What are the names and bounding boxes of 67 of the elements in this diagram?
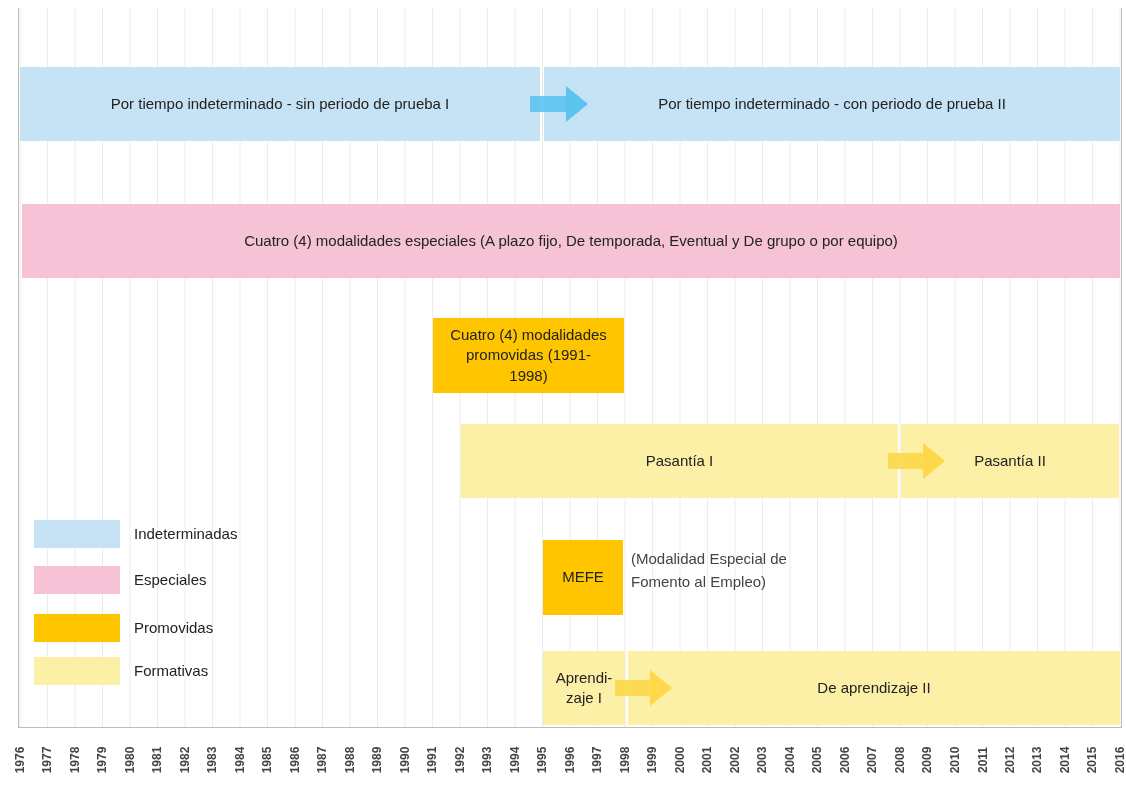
year-label: 2010 [947,746,962,774]
note-text: (Modalidad Especial de Fomento al Empleo) [631,549,788,592]
period-bar [543,651,625,725]
year-label: 1985 [260,746,275,774]
year-label: 1982 [177,746,192,774]
year-label: 1984 [232,746,247,774]
period-bar [433,318,624,393]
period-bar [22,204,1120,278]
year-label: 1997 [590,746,605,774]
year-label: 1979 [95,746,110,774]
bar-label: Por tiempo indeterminado - sin periodo de prueba I [110,93,450,114]
year-label: 1981 [150,746,165,774]
bar-label: Pasantía I [645,450,714,471]
period-bar [544,67,1120,141]
year-label: 1991 [425,746,440,774]
year-label: 1990 [397,746,412,774]
arrow [615,670,672,706]
year-label: 1996 [562,746,577,774]
year-label: 2007 [865,746,880,774]
legend-label: Formativas [134,662,209,679]
year-label: 2000 [672,746,687,774]
arrow [888,443,945,479]
bar-label: Cuatro (4) modalidades promovidas (1991-1998) [449,325,608,386]
period-bar [901,424,1119,498]
year-label: 1995 [535,746,550,774]
bar-label: Aprendi-zaje I [554,667,614,708]
year-label: 2001 [700,746,715,774]
year-label: 1994 [507,746,522,774]
legend-label: Indeterminadas [134,525,238,542]
legend-label: Promovidas [134,619,214,636]
year-label: 2004 [782,746,797,774]
year-label: 1988 [342,746,357,774]
year-label: 2015 [1085,746,1100,774]
bar-label: De aprendizaje II [817,677,931,698]
bar-label: Pasantía II [974,450,1046,471]
year-label: 2008 [892,746,907,774]
year-label: 2011 [975,747,990,773]
bar-label: Por tiempo indeterminado - con periodo de prueba II [658,93,1006,114]
period-bar [461,424,898,498]
year-label: 2014 [1057,746,1072,774]
period-bar [543,540,623,615]
year-label: 2009 [920,746,935,774]
period-bar [20,67,540,141]
year-label: 1989 [370,746,385,774]
period-bar [628,651,1120,725]
year-label: 2005 [810,746,825,774]
year-label: 1986 [287,746,302,774]
year-label: 1978 [67,746,82,774]
bar-label: Cuatro (4) modalidades especiales (A plazo fijo, De temporada, Eventual y De grupo o por equipo) [244,230,898,251]
year-label: 1999 [645,746,660,774]
year-label: 2016 [1112,746,1126,774]
legend-label: Especiales [134,571,207,588]
year-label: 1992 [452,746,467,774]
bar-label: MEFE [562,567,604,588]
year-label: 1983 [205,746,220,774]
year-label: 2002 [727,746,742,774]
year-label: 2003 [755,746,770,774]
year-label: 1976 [12,746,27,774]
year-label: 1977 [40,746,55,774]
year-label: 2006 [837,746,852,774]
year-label: 1980 [122,746,137,774]
year-label: 1993 [480,746,495,774]
year-label: 1987 [315,746,330,774]
year-label: 1998 [617,746,632,774]
arrow [530,86,588,122]
year-label: 2013 [1030,746,1045,774]
year-label: 2012 [1002,746,1017,774]
